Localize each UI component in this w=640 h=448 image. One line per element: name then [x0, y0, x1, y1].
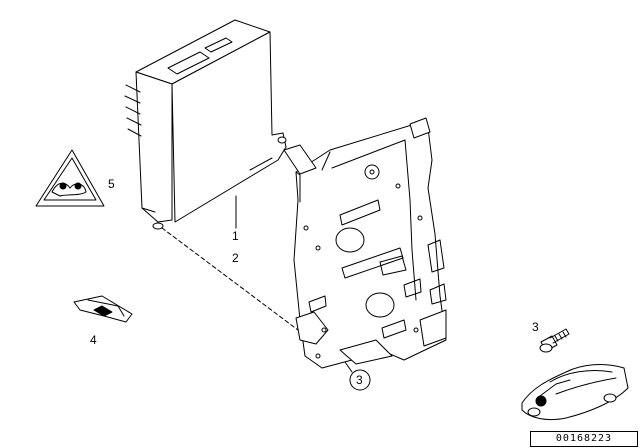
clip-part: [73, 295, 133, 323]
vehicle-thumbnail: [521, 364, 629, 421]
callout-circle-3: [349, 369, 371, 391]
callout-5: 5: [108, 177, 115, 191]
leader-line-3-bracket: [344, 361, 353, 373]
callout-1: 1: [232, 229, 239, 243]
mounting-guide-line: [161, 227, 307, 337]
mounting-bracket: [283, 117, 447, 369]
callout-3-bracket: 3: [356, 373, 363, 387]
callout-4: 4: [90, 333, 97, 347]
control-unit-box: [124, 19, 287, 230]
warning-label-part: [35, 149, 105, 207]
reference-number: 00168223: [530, 431, 638, 447]
callout-2: 2: [232, 251, 239, 265]
bolt-part: [539, 328, 570, 353]
callout-3-bolt: 3: [532, 320, 539, 334]
